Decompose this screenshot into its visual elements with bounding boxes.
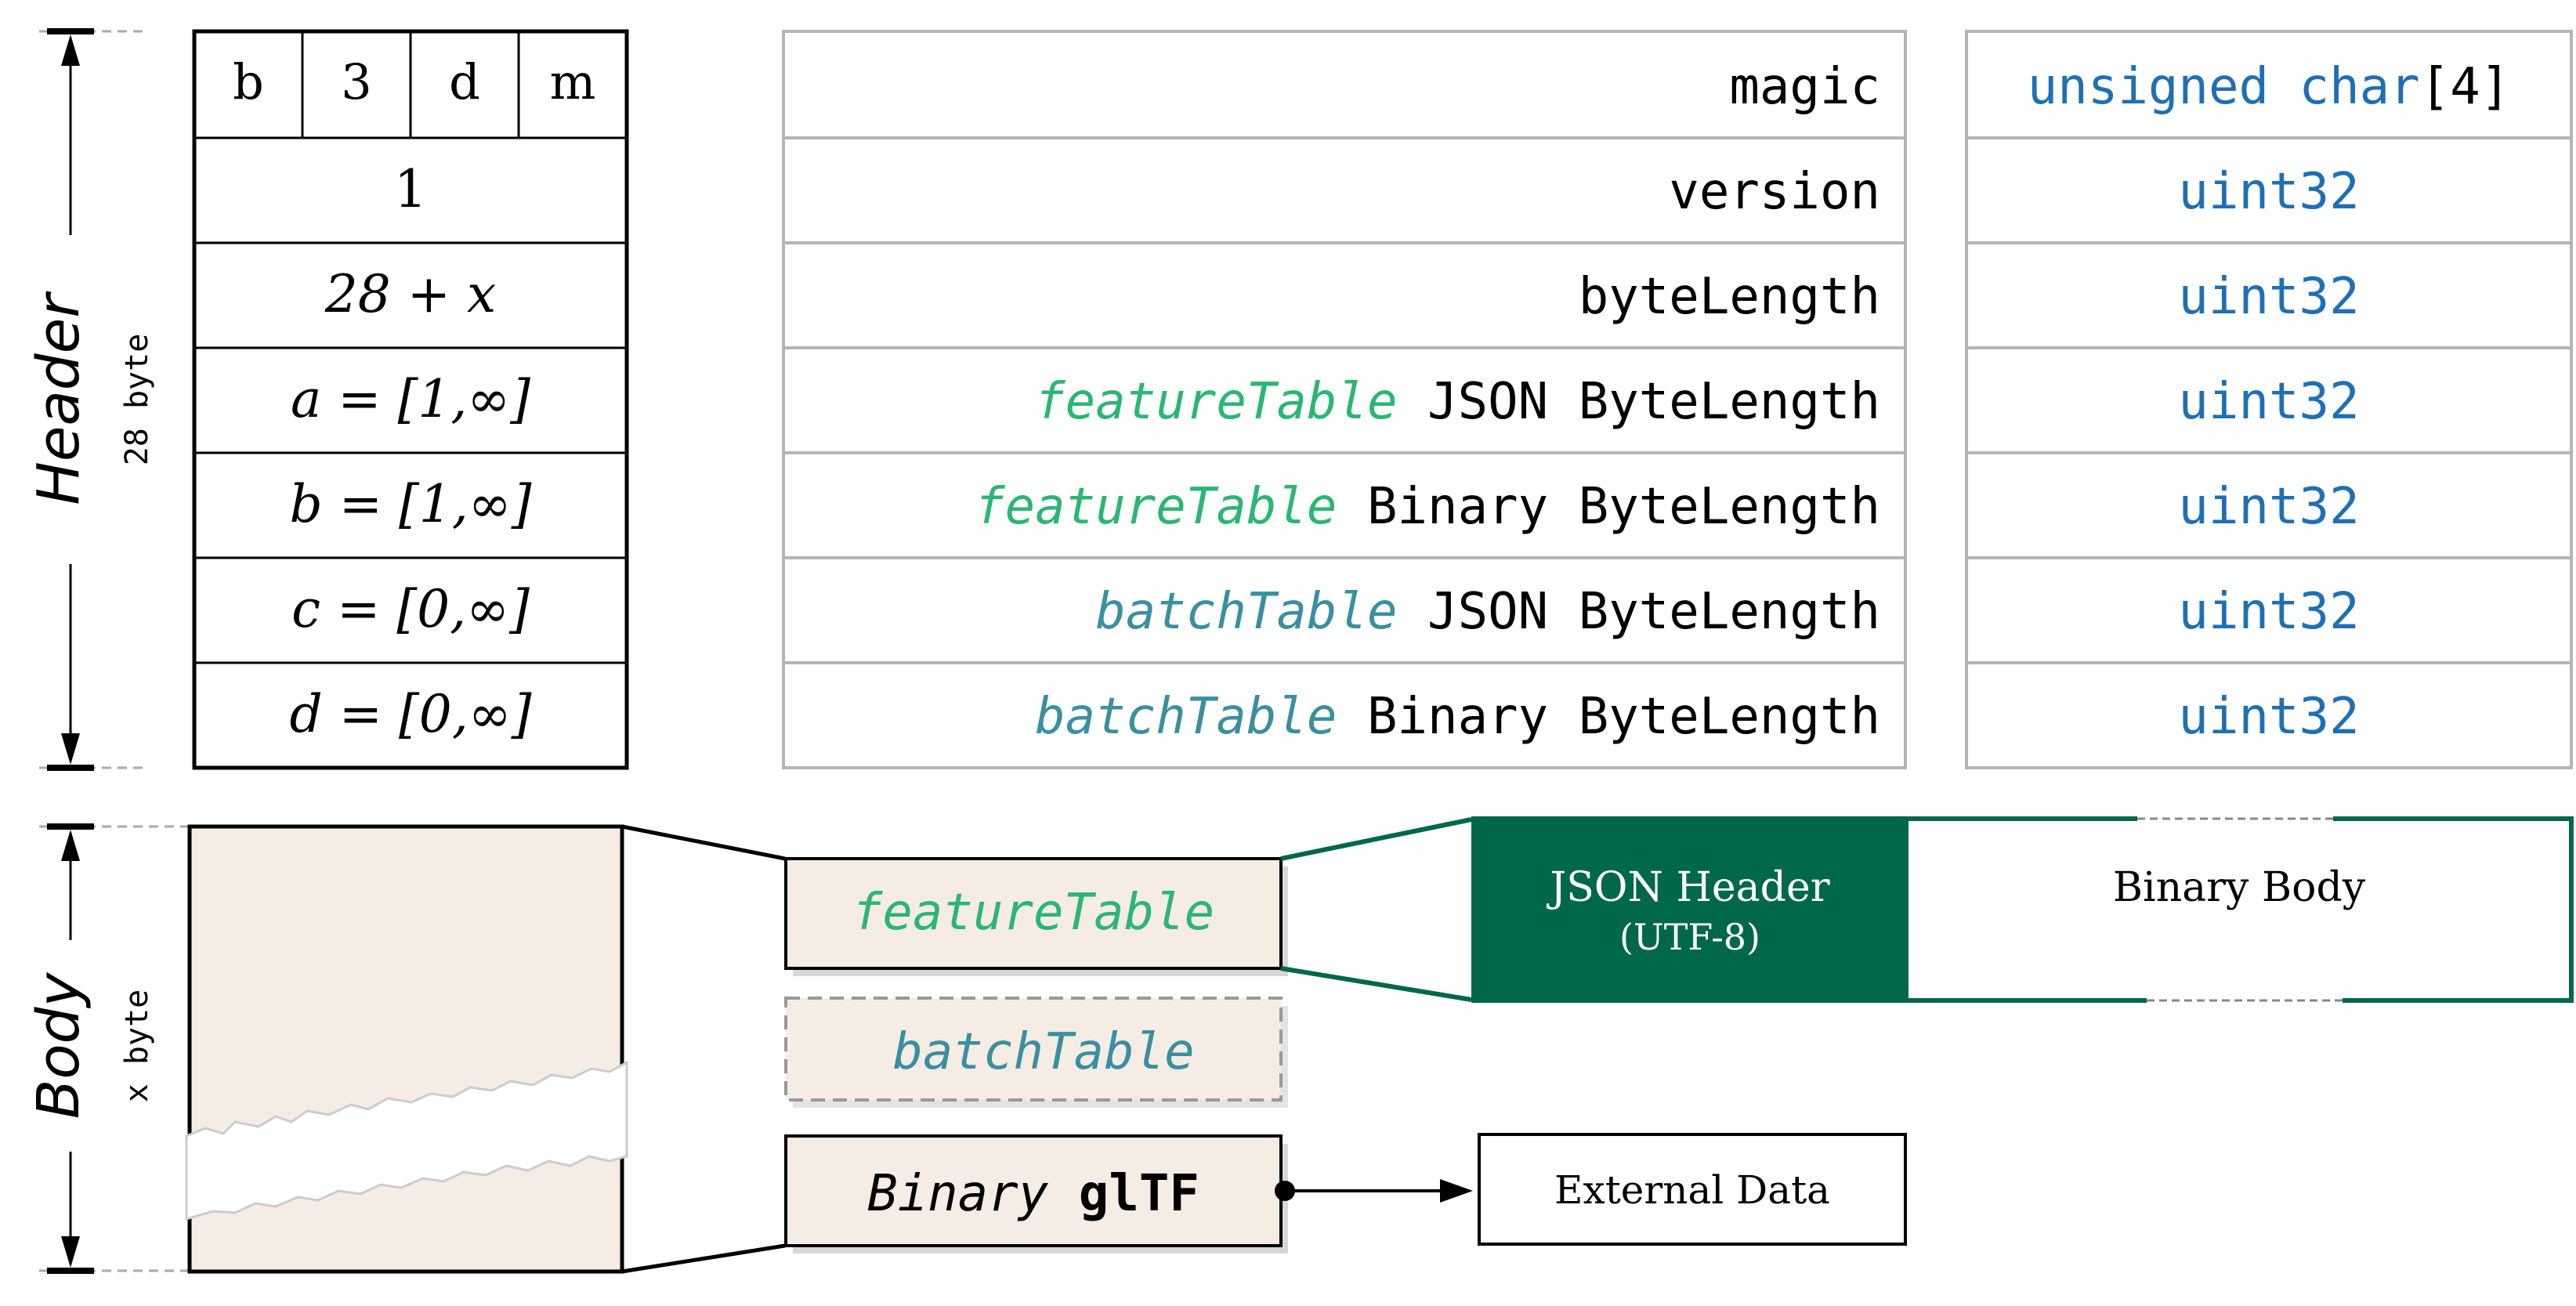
- feature-table-label: featureTable: [852, 884, 1214, 942]
- body-dimension: Body x byte: [25, 823, 188, 1274]
- header-size: 28 byte: [119, 334, 155, 466]
- feature-table-box: featureTable: [784, 857, 1288, 976]
- field-row-5: batchTable JSON ByteLength: [1095, 583, 1880, 641]
- feature-json-range: a = [1,∞]: [291, 369, 530, 429]
- field-name-1: version: [1669, 163, 1880, 221]
- field-row-1: version: [1669, 163, 1880, 221]
- field-prefix-4: featureTable: [975, 478, 1337, 536]
- field-name-5: JSON ByteLength: [1427, 583, 1880, 641]
- batch-json-range: c = [0,∞]: [291, 579, 530, 639]
- field-row-6: batchTable Binary ByteLength: [1035, 688, 1880, 746]
- feature-table-expansion: JSON Header (UTF-8) Binary Body: [1280, 816, 2574, 1003]
- header-dimension: Header 28 byte: [25, 28, 155, 771]
- field-name-3: JSON ByteLength: [1427, 373, 1880, 431]
- header-byte-box: b 3 d m 1 28 + x a = [1,∞] b = [1,∞] c =…: [192, 29, 629, 770]
- field-name-2: byteLength: [1579, 268, 1880, 326]
- header-label: Header: [25, 291, 92, 505]
- field-row-3: featureTable JSON ByteLength: [1035, 373, 1880, 431]
- field-type-3: uint32: [2178, 373, 2359, 431]
- field-type-2: uint32: [2178, 268, 2359, 326]
- field-row-2: byteLength: [1579, 268, 1880, 326]
- field-name-6: Binary ByteLength: [1367, 688, 1880, 746]
- binary-body-label: Binary Body: [2113, 864, 2366, 911]
- field-type-0: unsigned char[4]: [2028, 58, 2511, 116]
- feature-binary-range: b = [1,∞]: [290, 474, 532, 534]
- field-prefix-3: featureTable: [1035, 373, 1397, 431]
- gltf-name: glTF: [1079, 1165, 1199, 1223]
- body-size: x byte: [119, 989, 155, 1103]
- json-header-encoding: (UTF-8): [1619, 916, 1760, 958]
- version-value: 1: [394, 159, 427, 219]
- external-data-box: External Data: [1478, 1133, 1907, 1246]
- field-type-1: uint32: [2178, 163, 2359, 221]
- field-type-6: uint32: [2178, 688, 2359, 746]
- body-tear: [185, 1060, 628, 1221]
- field-name-4: Binary ByteLength: [1367, 478, 1880, 536]
- field-type-4: uint32: [2178, 478, 2359, 536]
- field-type-5: uint32: [2178, 583, 2359, 641]
- json-header-block: [1471, 816, 1908, 1003]
- external-data-label: External Data: [1554, 1167, 1830, 1213]
- magic-char-m: m: [550, 53, 596, 110]
- body-label: Body: [25, 971, 92, 1119]
- json-header-title: JSON Header: [1546, 864, 1829, 911]
- batch-binary-range: d = [0,∞]: [290, 684, 532, 744]
- magic-char-b: b: [233, 53, 264, 110]
- magic-char-d: d: [449, 53, 480, 110]
- field-type-suffix-0: [4]: [2420, 58, 2511, 116]
- field-prefix-5: batchTable: [1095, 583, 1397, 641]
- body-block: [185, 824, 786, 1274]
- field-type-table: unsigned char[4] uint32 uint32 uint32 uint32…: [1965, 30, 2573, 769]
- gltf-prefix: Binary: [867, 1165, 1049, 1223]
- svg-text:Binary glTF: Binary glTF: [867, 1165, 1199, 1223]
- external-data-arrow: [1275, 1179, 1473, 1203]
- batch-table-label: batchTable: [892, 1023, 1194, 1081]
- field-type-base-0: unsigned char: [2028, 58, 2420, 116]
- batch-table-box: batchTable: [784, 997, 1288, 1108]
- field-row-0: magic: [1729, 58, 1880, 116]
- magic-char-3: 3: [341, 53, 371, 110]
- field-name-0: magic: [1729, 58, 1880, 116]
- field-name-table: magic version byteLength featureTable JSON …: [782, 30, 1907, 769]
- gltf-box: Binary glTF: [784, 1134, 1288, 1254]
- field-prefix-6: batchTable: [1035, 688, 1337, 746]
- byte-length-value: 28 + x: [324, 264, 496, 324]
- field-row-4: featureTable Binary ByteLength: [975, 478, 1880, 536]
